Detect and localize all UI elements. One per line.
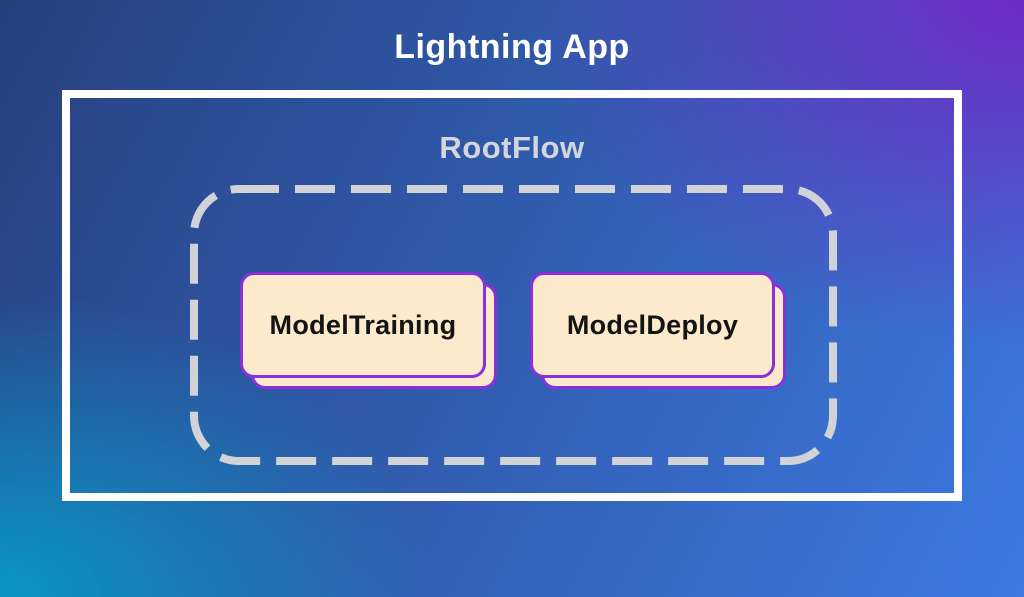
component-card-model-training: ModelTraining [240,272,486,378]
component-card-model-deploy: ModelDeploy [530,272,775,378]
lightning-app-container [62,90,962,501]
component-label-model-deploy: ModelDeploy [566,309,739,340]
rootflow-label: RootFlow [439,130,585,165]
component-label-model-training: ModelTraining [269,309,457,340]
rootflow-dashed-boundary [190,185,837,465]
app-title: Lightning App [394,28,630,66]
